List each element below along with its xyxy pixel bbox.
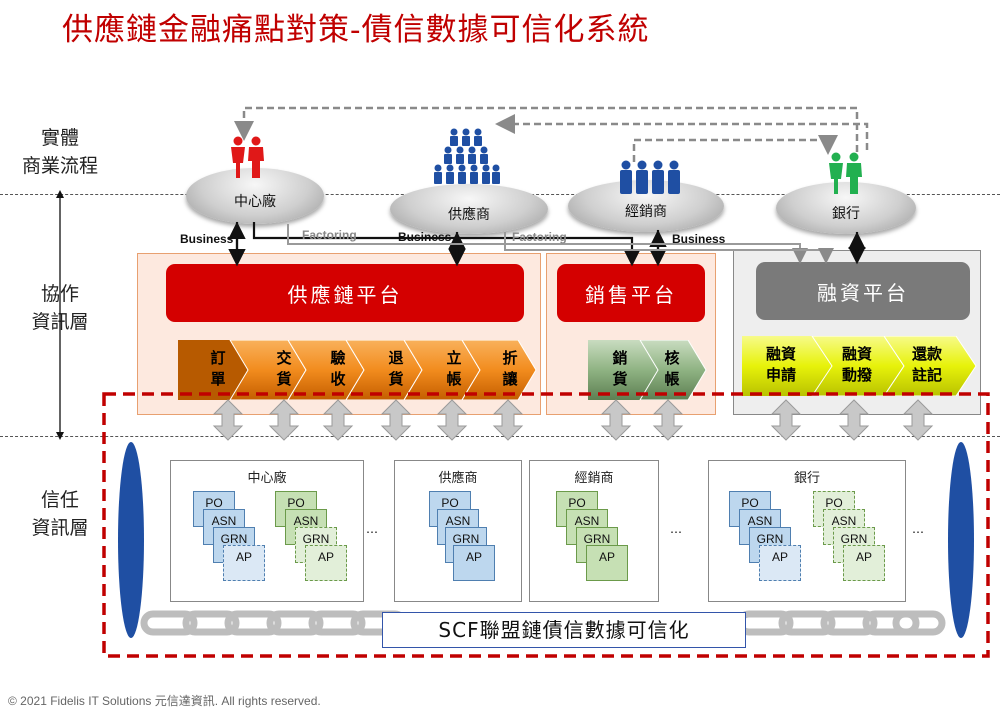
ellipsis-marker: … [670, 522, 682, 536]
edge-label-business-3: Business [672, 232, 726, 246]
supply-chain-platform[interactable]: 供應鏈平台 [166, 264, 524, 322]
ellipsis-marker: … [912, 522, 924, 536]
page-title: 供應鏈金融痛點對策-債信數據可信化系統 [62, 12, 650, 48]
layer-label-physical: 實體 商業流程 [21, 127, 98, 177]
flow-step-reconcile[interactable]: 核 帳 [664, 349, 680, 388]
layer-label-trust: 信任 資訊層 [31, 489, 89, 539]
finance-flow-chevrons [742, 336, 977, 396]
node-title-center: 中心廠 [247, 471, 287, 486]
finance-platform[interactable]: 融資平台 [756, 262, 970, 320]
entity-supplier-label: 供應商 [448, 207, 490, 223]
flow-step-delivery[interactable]: 交 貨 [276, 349, 292, 388]
doc-ap: AP [843, 545, 885, 581]
cylinder-left-cap [118, 442, 144, 638]
entity-bank[interactable]: 銀行 [776, 182, 916, 234]
doc-ap: AP [305, 545, 347, 581]
node-card-center: 中心廠 PO ASN GRN AP PO ASN GRN AP [170, 460, 364, 602]
flow-step-discount[interactable]: 折 讓 [502, 349, 518, 388]
trust-boundary [102, 392, 990, 658]
ellipsis-marker: … [366, 522, 378, 536]
edge-label-business-1: Business [180, 232, 234, 246]
node-card-bank: 銀行 PO ASN GRN AP PO ASN GRN AP [708, 460, 906, 602]
people-green-icon [829, 152, 862, 194]
copyright-footer: © 2021 Fidelis IT Solutions 元信達資訊. All r… [8, 694, 321, 708]
chain-label: SCF聯盟鏈債信數據可信化 [382, 612, 746, 648]
supply-flow-chevrons [178, 340, 537, 400]
entity-supplier[interactable]: 供應商 [390, 184, 548, 234]
flow-step-return[interactable]: 退 貨 [388, 349, 404, 388]
node-title-supplier: 供應商 [438, 471, 478, 486]
edge-label-factoring-1: Factoring [302, 228, 357, 242]
flow-step-account[interactable]: 立 帳 [446, 349, 462, 388]
flow-step-sales[interactable]: 銷 貨 [612, 349, 628, 388]
node-title-bank: 銀行 [793, 471, 820, 486]
doc-ap: AP [223, 545, 265, 581]
chain-links [140, 610, 946, 636]
layer-span-arrow [56, 190, 64, 440]
flow-step-finance-apply[interactable]: 融資 申請 [765, 345, 796, 384]
cylinder-right-cap [948, 442, 974, 638]
flow-step-inspection[interactable]: 驗 收 [330, 349, 346, 388]
sales-flow-chevrons [588, 340, 707, 400]
entity-distributor-label: 經銷商 [625, 204, 667, 220]
doc-ap: AP [759, 545, 801, 581]
sales-platform[interactable]: 銷售平台 [557, 264, 705, 322]
doc-ap: AP [453, 545, 495, 581]
node-card-distributor: 經銷商 PO ASN GRN AP [529, 460, 659, 602]
layer-divider-bottom [0, 436, 1000, 437]
flow-step-repay-note[interactable]: 還款 註記 [911, 345, 942, 384]
entity-bank-label: 銀行 [832, 206, 860, 222]
people-red-icon [231, 136, 264, 178]
entity-center-label: 中心廠 [234, 194, 276, 210]
edge-label-business-2: Business [398, 230, 452, 244]
doc-ap: AP [586, 545, 628, 581]
node-card-supplier: 供應商 PO ASN GRN AP [394, 460, 522, 602]
people-blue-row-icon [620, 160, 680, 194]
flow-step-order[interactable]: 訂 單 [210, 349, 226, 388]
flow-step-finance-draw[interactable]: 融資 動撥 [841, 345, 872, 384]
edge-label-factoring-2: Factoring [512, 230, 567, 244]
people-blue-group-icon [434, 128, 500, 184]
node-title-distributor: 經銷商 [574, 471, 614, 486]
